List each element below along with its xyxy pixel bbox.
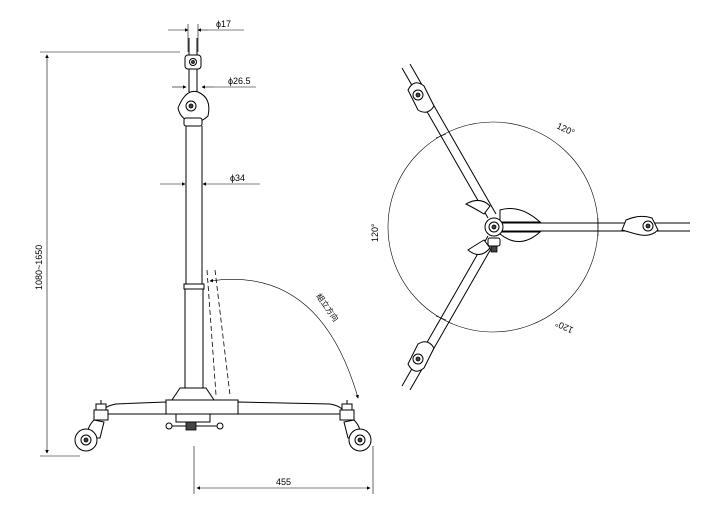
top-view-leg-lower bbox=[401, 235, 497, 391]
fold-direction-label: 組立方向 bbox=[314, 291, 341, 323]
main-pole bbox=[183, 126, 205, 388]
mid-diameter-dimension: ϕ26.5 bbox=[172, 76, 256, 89]
base-radius-label: 455 bbox=[276, 477, 291, 487]
right-leg bbox=[237, 400, 372, 452]
mid-diameter-label: ϕ26.5 bbox=[228, 76, 251, 86]
height-range-label: 1080~1650 bbox=[34, 245, 44, 290]
height-dimension: 1080~1650 bbox=[34, 51, 180, 457]
top-pole bbox=[184, 38, 202, 92]
angle-label-bottom-right: 120° bbox=[553, 318, 574, 335]
bottom-diameter-label: ϕ34 bbox=[230, 173, 245, 183]
left-leg bbox=[74, 400, 167, 452]
folded-leg bbox=[206, 269, 231, 396]
top-view-leg-right bbox=[500, 215, 690, 236]
top-diameter-dimension: ϕ17 bbox=[168, 19, 244, 52]
top-view-leg-upper bbox=[401, 63, 497, 219]
bottom-diameter-dimension: ϕ34 bbox=[160, 173, 260, 186]
angle-label-top-right: 120° bbox=[555, 121, 576, 138]
mid-clamp-knob bbox=[177, 90, 210, 127]
base-radius-dimension: 455 bbox=[193, 446, 374, 494]
top-view: 120° 120° 120° bbox=[370, 63, 690, 391]
base-hub bbox=[165, 387, 239, 431]
top-view-hub bbox=[464, 200, 542, 255]
side-view: 1080~1650 ϕ17 ϕ26.5 ϕ34 bbox=[34, 19, 374, 494]
fold-direction-arc: 組立方向 bbox=[209, 278, 359, 399]
angle-label-left: 120° bbox=[370, 223, 380, 242]
top-diameter-label: ϕ17 bbox=[216, 19, 231, 29]
